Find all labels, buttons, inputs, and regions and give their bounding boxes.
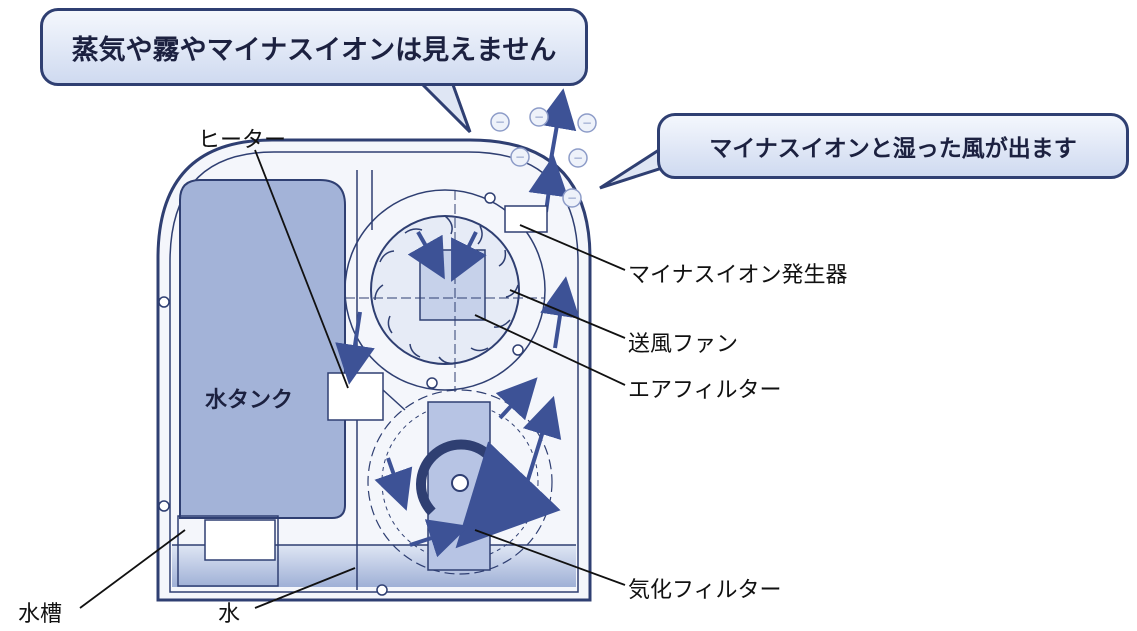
ion-icon [490, 112, 510, 132]
airflow-arrow [495, 377, 538, 421]
svg-text:−: − [567, 191, 577, 205]
heater-pipe [382, 389, 406, 411]
label-heater: ヒーター [198, 128, 287, 153]
leader-water [254, 567, 356, 609]
leader-air-filter [474, 314, 626, 386]
svg-text:−: − [515, 150, 525, 164]
heater [327, 372, 384, 421]
airflow-arrow [540, 276, 580, 349]
airflow-arrow [374, 457, 413, 511]
leader-ion-generator [519, 224, 626, 271]
airflow-arrow [451, 231, 487, 282]
leader-heater [254, 149, 349, 389]
svg-text:−: − [534, 110, 544, 124]
label-water-trough: 水槽 [18, 602, 63, 627]
callout-tail-right [599, 145, 664, 190]
air-filter [419, 249, 486, 321]
label-ion-generator: マイナスイオン発生器 [628, 263, 848, 288]
water-tank [179, 179, 346, 519]
label-water-tank: 水タンク [205, 388, 294, 413]
callout-invisible-text: 蒸気や霧やマイナスイオンは見えません [71, 34, 557, 66]
rotation-arrow [416, 439, 561, 549]
airflow-arrow [522, 395, 562, 487]
svg-text:−: − [582, 116, 592, 130]
callout-tail-top [416, 80, 472, 134]
ion-icon [577, 113, 597, 133]
ion-icon [529, 107, 549, 127]
filter-axle [451, 474, 469, 492]
airflow-arrow [407, 231, 445, 280]
airflow-arrow [409, 519, 470, 558]
trough-valve [204, 519, 276, 561]
callout-invisible: 蒸気や霧やマイナスイオンは見えません [40, 8, 588, 86]
label-water: 水 [218, 602, 241, 627]
label-air-filter: エアフィルター [628, 378, 782, 403]
callout-ion-wind: マイナスイオンと湿った風が出ます [657, 113, 1129, 179]
callout-ion-wind-text: マイナスイオンと湿った風が出ます [709, 136, 1077, 162]
water-trough [177, 515, 279, 587]
negative-ions [490, 107, 597, 208]
airflow-arrow [335, 311, 375, 385]
ion-icon [568, 148, 588, 168]
ion-icon [510, 147, 530, 167]
leader-evaporative-filter [474, 529, 626, 586]
leader-fan [509, 289, 626, 339]
airflow-arrow [536, 88, 577, 166]
screw-holes [158, 192, 524, 596]
label-evaporative-filter: 気化フィルター [628, 578, 782, 603]
label-fan: 送風ファン [628, 332, 739, 357]
svg-text:−: − [495, 115, 505, 129]
svg-text:−: − [573, 151, 583, 165]
leader-water-trough [79, 529, 186, 609]
ion-icon [562, 188, 582, 208]
